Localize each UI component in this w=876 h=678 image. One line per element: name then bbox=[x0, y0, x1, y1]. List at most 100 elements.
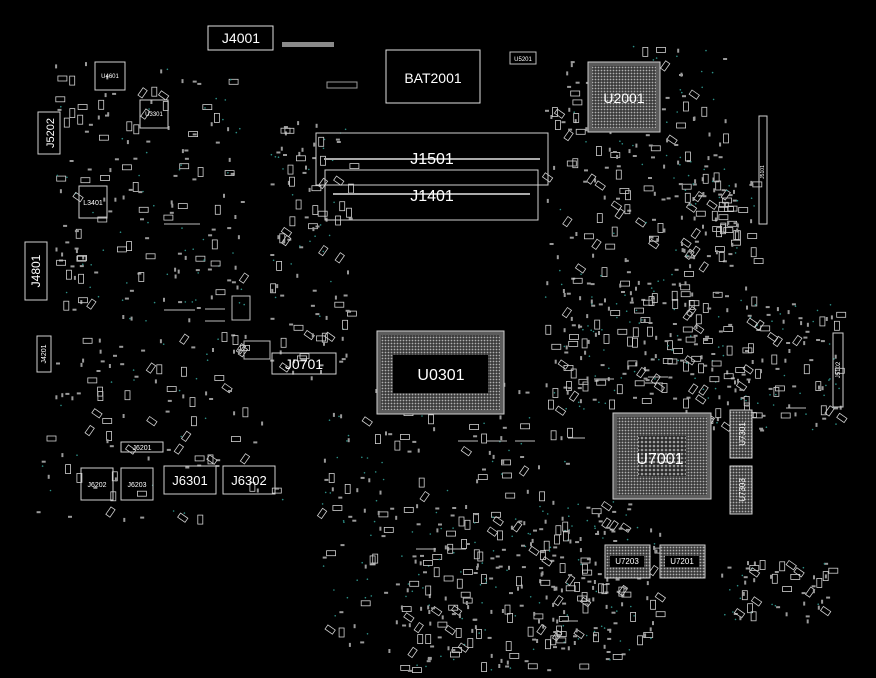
component-J1501[interactable]: J1501 bbox=[315, 132, 549, 186]
component-J5202[interactable]: J5202 bbox=[37, 111, 61, 155]
small-part bbox=[325, 315, 328, 320]
small-part bbox=[690, 373, 695, 376]
small-part bbox=[508, 565, 510, 570]
small-part bbox=[80, 177, 91, 184]
small-part bbox=[745, 399, 747, 402]
small-part bbox=[377, 510, 380, 515]
small-part bbox=[794, 305, 797, 308]
small-part bbox=[598, 401, 600, 404]
small-part bbox=[162, 343, 165, 346]
component-U0301[interactable]: U0301 bbox=[376, 330, 505, 415]
small-part bbox=[570, 316, 573, 321]
small-part bbox=[444, 596, 447, 601]
small-part bbox=[61, 252, 64, 257]
component-U7303[interactable]: U7303 bbox=[729, 465, 753, 515]
small-part bbox=[630, 605, 632, 608]
component-BAT2001[interactable]: BAT2001 bbox=[385, 49, 481, 104]
component-J4001[interactable]: J4001 bbox=[207, 25, 274, 51]
small-part bbox=[705, 49, 707, 52]
small-part bbox=[82, 263, 84, 266]
small-part bbox=[586, 376, 589, 381]
component-U7203[interactable]: U7203 bbox=[604, 544, 651, 579]
small-part bbox=[348, 642, 351, 647]
small-part bbox=[566, 71, 569, 76]
small-part bbox=[277, 235, 280, 240]
small-part bbox=[160, 69, 163, 74]
component-J6301[interactable]: J6301 bbox=[163, 465, 217, 495]
component-U2001[interactable]: U2001 bbox=[587, 61, 661, 133]
component-J6302[interactable]: J6302 bbox=[222, 465, 276, 495]
small-part bbox=[672, 323, 677, 325]
small-part bbox=[113, 354, 117, 357]
small-part bbox=[490, 669, 493, 671]
small-part bbox=[504, 604, 511, 615]
label-J6203: J6203 bbox=[127, 482, 146, 489]
small-part bbox=[290, 263, 293, 265]
small-part bbox=[648, 177, 652, 179]
component-U3301[interactable]: U3301 bbox=[139, 99, 169, 129]
component-J6203[interactable]: J6203 bbox=[120, 467, 154, 501]
small-part bbox=[761, 358, 764, 363]
component-J5102[interactable]: J5102 bbox=[832, 332, 844, 408]
small-part bbox=[195, 299, 197, 301]
small-part bbox=[533, 611, 536, 616]
small-part bbox=[563, 531, 569, 542]
small-part bbox=[114, 158, 119, 161]
small-part bbox=[546, 198, 549, 203]
small-part bbox=[539, 579, 542, 584]
component-U7201[interactable]: U7201 bbox=[659, 544, 706, 579]
small-part bbox=[540, 551, 545, 554]
small-part bbox=[429, 533, 432, 535]
component-U4601[interactable]: U4601 bbox=[94, 61, 126, 91]
component-J0701[interactable]: J0701 bbox=[271, 352, 337, 375]
small-part bbox=[105, 114, 109, 117]
component-J5101[interactable]: J5101 bbox=[758, 115, 768, 225]
small-part bbox=[133, 379, 135, 381]
small-part bbox=[714, 217, 717, 222]
small-part bbox=[651, 156, 655, 159]
component-J6202[interactable]: J6202 bbox=[80, 467, 114, 501]
component-L3401[interactable]: L3401 bbox=[78, 185, 108, 219]
small-part bbox=[299, 245, 301, 247]
small-part bbox=[694, 203, 697, 205]
small-part bbox=[703, 364, 708, 367]
component-U7301[interactable]: U7301 bbox=[729, 409, 753, 459]
small-part bbox=[502, 460, 505, 465]
component-U5201[interactable]: U5201 bbox=[509, 51, 537, 65]
small-part bbox=[379, 526, 382, 531]
small-part bbox=[76, 454, 78, 457]
small-part bbox=[56, 362, 60, 365]
small-part bbox=[215, 97, 217, 100]
small-part bbox=[830, 315, 833, 320]
small-part bbox=[486, 526, 499, 537]
small-part bbox=[600, 500, 613, 512]
small-part bbox=[701, 177, 704, 182]
small-part bbox=[348, 515, 353, 518]
small-part bbox=[476, 563, 479, 568]
small-part bbox=[704, 231, 707, 236]
small-part bbox=[684, 355, 696, 366]
component-J4801[interactable]: J4801 bbox=[24, 241, 48, 301]
small-part bbox=[828, 343, 831, 345]
small-part bbox=[145, 253, 156, 260]
component-U7001[interactable]: U7001 bbox=[612, 412, 712, 500]
small-part bbox=[692, 323, 705, 335]
small-part bbox=[138, 272, 145, 282]
small-part bbox=[805, 413, 807, 415]
small-part bbox=[716, 227, 722, 238]
small-part bbox=[598, 520, 603, 523]
small-part bbox=[211, 228, 216, 231]
component-J6201[interactable]: J6201 bbox=[120, 441, 164, 453]
small-part bbox=[489, 577, 494, 580]
small-part bbox=[295, 199, 302, 210]
small-part bbox=[771, 320, 773, 323]
small-part bbox=[711, 210, 718, 221]
label-U7303: U7303 bbox=[738, 478, 747, 502]
small-part bbox=[106, 75, 109, 80]
component-J1401[interactable]: J1401 bbox=[324, 169, 539, 221]
small-part bbox=[394, 440, 401, 451]
small-part bbox=[664, 340, 669, 343]
small-part bbox=[765, 306, 770, 309]
component-J4201[interactable]: J4201 bbox=[36, 335, 52, 373]
